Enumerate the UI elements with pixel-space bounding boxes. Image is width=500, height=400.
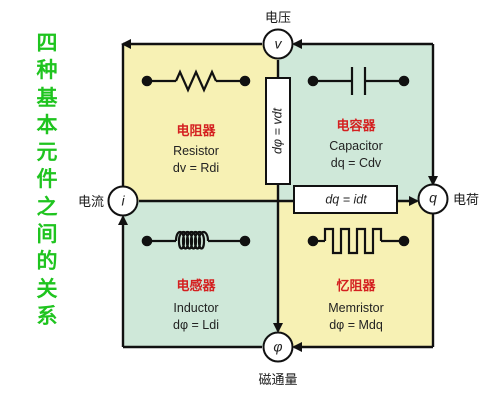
memristor-quadrant	[278, 201, 433, 347]
title-char: 的	[36, 249, 58, 274]
vertical-title: 四 种 基 本 元 件 之 间 的 关 系	[33, 30, 61, 330]
title-char: 之	[36, 194, 58, 219]
title-char: 系	[36, 303, 58, 328]
title-char: 间	[36, 222, 58, 247]
current-node: i 电流	[78, 185, 139, 217]
capacitor-symbol	[307, 67, 410, 95]
charge-label: 电荷	[453, 193, 479, 208]
flux-voltage-label: dφ = vdt	[270, 107, 284, 154]
memristor-cn: 忆阻器	[336, 278, 376, 294]
memristor-symbol	[307, 227, 410, 255]
voltage-label: 电压	[265, 11, 291, 26]
inductor-quadrant	[123, 201, 278, 347]
title-char: 件	[36, 167, 58, 192]
flux-symbol: φ	[273, 339, 282, 355]
capacitor-en: Capacitor	[329, 139, 383, 153]
resistor-en: Resistor	[173, 144, 219, 158]
memristor-eq: dφ = Mdq	[329, 318, 383, 332]
voltage-node: v 电压	[262, 11, 294, 60]
inductor-en: Inductor	[173, 301, 218, 315]
capacitor-eq: dq = Cdv	[331, 156, 382, 170]
charge-symbol: q	[429, 190, 437, 206]
title-char: 种	[36, 58, 58, 83]
inductor-text: 电感器 Inductor dφ = Ldi	[173, 278, 219, 332]
capacitor-quadrant	[278, 44, 433, 201]
memristor-text: 忆阻器 Memristor dφ = Mdq	[328, 278, 384, 332]
title-char: 四	[36, 31, 58, 55]
flux-voltage-relation: dφ = vdt	[265, 77, 291, 185]
title-char: 关	[36, 276, 58, 301]
current-symbol: i	[121, 193, 125, 209]
resistor-symbol	[141, 69, 251, 93]
current-label: 电流	[78, 195, 104, 210]
resistor-quadrant	[123, 44, 278, 201]
title-char: 本	[36, 112, 58, 137]
title-char: 基	[36, 85, 58, 110]
voltage-symbol: v	[275, 36, 283, 52]
flux-label: 磁通量	[258, 373, 297, 388]
resistor-text: 电阻器 Resistor dv = Rdi	[173, 123, 219, 175]
inductor-eq: dφ = Ldi	[173, 318, 219, 332]
memristor-en: Memristor	[328, 301, 384, 315]
resistor-eq: dv = Rdi	[173, 161, 219, 175]
inductor-symbol	[141, 230, 251, 250]
charge-current-label: dq = idt	[325, 192, 367, 206]
charge-node: q 电荷	[417, 183, 479, 215]
capacitor-cn: 电容器	[336, 118, 376, 134]
resistor-cn: 电阻器	[176, 123, 216, 139]
charge-current-relation: dq = idt	[293, 185, 398, 214]
title-char: 元	[36, 140, 58, 165]
flux-node: φ 磁通量	[258, 331, 298, 388]
inductor-cn: 电感器	[176, 278, 216, 294]
capacitor-text: 电容器 Capacitor dq = Cdv	[329, 118, 383, 170]
